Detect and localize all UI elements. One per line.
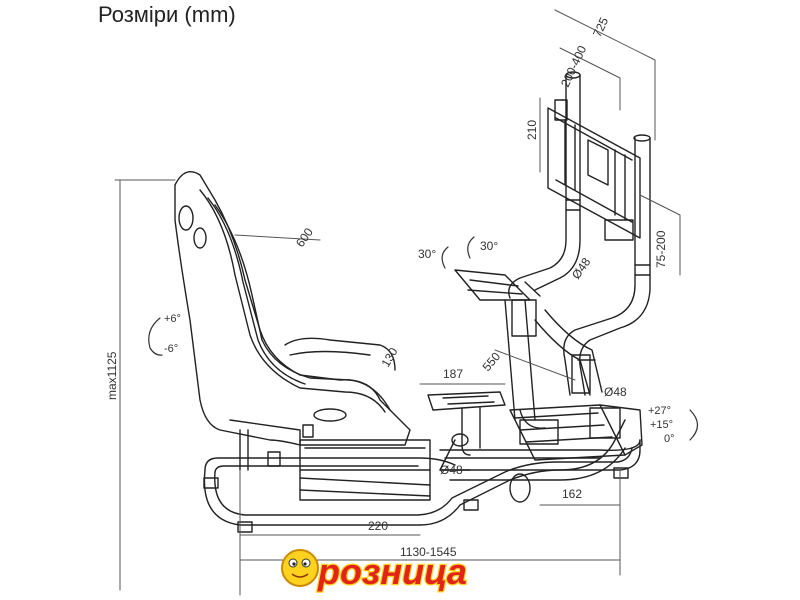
dim-162: 162 (562, 487, 582, 501)
dim-1130-1545: 1130-1545 (400, 545, 457, 559)
seat-angle-plus6: +6° (164, 313, 181, 325)
logo-text: розница (317, 551, 467, 592)
monitor-mast (508, 71, 651, 396)
logo-mascot-icon (281, 549, 319, 587)
seat-angle-minus6: -6° (164, 343, 178, 355)
dim-187: 187 (443, 367, 463, 381)
wheel-column (454, 269, 603, 429)
dim-600: 600 (293, 225, 316, 250)
pedal-angle-plus15: +15° (650, 419, 673, 431)
dim-130: 130 (378, 345, 400, 370)
rotation-arrows (148, 236, 699, 441)
page-title: Розміри (mm) (98, 2, 236, 27)
angle-30-right: 30° (480, 239, 498, 253)
rozniza-logo: розница (281, 549, 468, 593)
shifter-plate (427, 391, 506, 471)
dim-75-200: 75-200 (654, 230, 668, 268)
seat-slider (239, 429, 431, 501)
pedal-plate (509, 404, 643, 461)
dim-max1125: max1125 (105, 351, 119, 400)
seat (174, 171, 411, 446)
dim-550: 550 (480, 349, 504, 374)
pedal-angle-plus27: +27° (648, 405, 671, 417)
pedal-angle-0: 0° (664, 433, 675, 445)
dimension-lines (114, 9, 681, 596)
vesa-bracket (547, 99, 641, 241)
dim-phi48-column: Ø48 (440, 463, 463, 477)
base-frame (203, 419, 641, 533)
angle-30-left: 30° (418, 247, 436, 261)
dim-phi48-mast: Ø48 (569, 255, 594, 282)
dim-200-400: 200-400 (558, 43, 589, 89)
dim-220: 220 (368, 519, 388, 533)
dim-210: 210 (525, 120, 539, 140)
dim-phi48-frame: Ø48 (604, 385, 627, 399)
dim-725: 725 (590, 15, 611, 39)
